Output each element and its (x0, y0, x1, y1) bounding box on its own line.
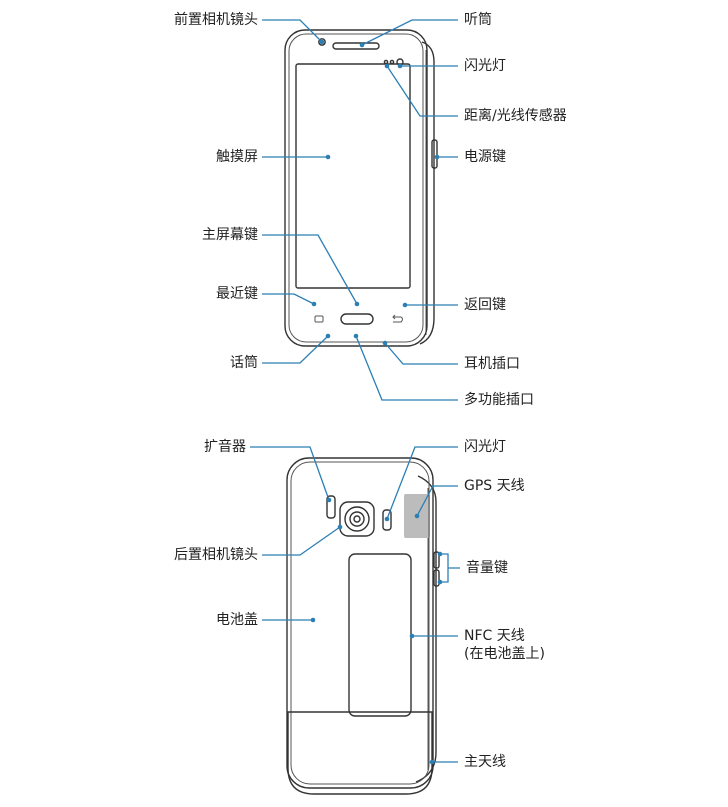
back-phone-illustration (286, 457, 440, 795)
back-leader-lines (250, 446, 460, 765)
front-leader-lines (262, 19, 458, 401)
power-key-shape (431, 139, 438, 169)
rear-flash-label: 闪光灯 (464, 439, 506, 455)
touchscreen-label: 触摸屏 (216, 149, 258, 165)
volume-up-shape (433, 551, 440, 569)
nfc-antenna-shape (348, 553, 412, 717)
back-key-label: 返回键 (464, 297, 506, 313)
earpiece-shape (332, 42, 380, 50)
rear-camera-label: 后置相机镜头 (174, 547, 258, 563)
front-camera-label: 前置相机镜头 (174, 12, 258, 28)
speaker-label: 扩音器 (204, 439, 246, 455)
home-key-shape (340, 313, 374, 325)
earpiece-label: 听筒 (464, 12, 492, 28)
volume-key-label: 音量键 (466, 560, 508, 576)
battery-cover-shape (286, 457, 434, 789)
power-key-label: 电源键 (464, 149, 506, 165)
main-antenna-label: 主天线 (464, 754, 506, 770)
rear-camera-shape (339, 501, 375, 537)
speaker-shape (326, 495, 336, 519)
recent-key-shape (314, 315, 324, 323)
home-key-label: 主屏幕键 (202, 227, 258, 243)
touchscreen-shape (295, 63, 411, 289)
front-phone-illustration (284, 29, 438, 347)
recent-key-label: 最近键 (216, 286, 258, 302)
headset-jack-label: 耳机插口 (464, 356, 520, 372)
front-body (284, 29, 428, 347)
gps-antenna-label: GPS 天线 (464, 478, 525, 494)
front-flash-label: 闪光灯 (464, 58, 506, 74)
volume-down-shape (433, 569, 440, 587)
rear-flash-shape (382, 509, 392, 531)
front-camera-shape (318, 38, 326, 46)
multipurpose-jack-label: 多功能插口 (464, 392, 534, 408)
back-key-shape (392, 314, 403, 323)
microphone-label: 话筒 (230, 355, 258, 371)
main-antenna-shape (287, 711, 433, 795)
nfc-antenna-note: (在电池盖上) (464, 646, 545, 662)
battery-cover-label: 电池盖 (216, 612, 258, 628)
proximity-sensor-label: 距离/光线传感器 (464, 108, 567, 124)
nfc-antenna-label: NFC 天线 (464, 628, 525, 644)
